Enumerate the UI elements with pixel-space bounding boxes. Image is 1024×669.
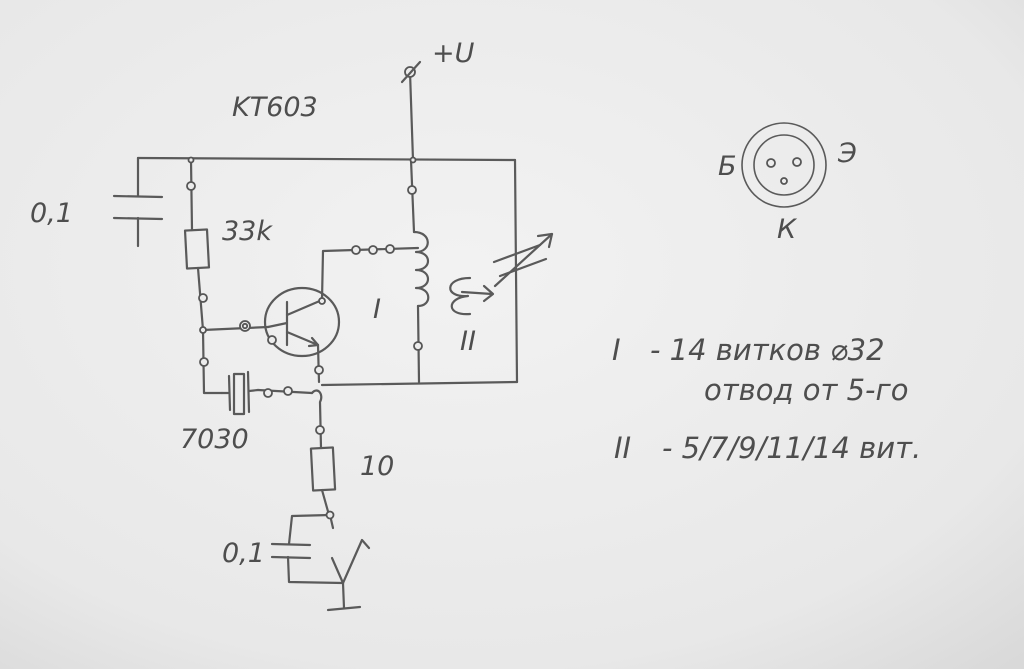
crystal-left-wire — [201, 328, 224, 395]
r1-value-label: 33k — [222, 216, 273, 247]
crystal-7030 — [220, 370, 260, 416]
coil-ii-marker: II — [460, 326, 476, 357]
r2-bottom-lead — [320, 488, 331, 517]
transistor-type-label: KT603 — [232, 92, 318, 123]
resistor-r1 — [183, 228, 211, 270]
r2-value-label: 10 — [360, 451, 394, 482]
supply-label: +U — [432, 38, 475, 69]
crystal-value-label: 7030 — [180, 424, 249, 455]
r1-top-lead — [189, 158, 194, 232]
variable-capacitor — [492, 232, 554, 288]
base-wire — [201, 325, 270, 332]
ground-symbol — [326, 605, 362, 612]
coil-top-lead — [409, 158, 416, 234]
note-1-text-line2: отвод от 5-го — [704, 373, 909, 407]
coil-i-marker: I — [373, 294, 381, 325]
terminal-dots — [186, 156, 423, 520]
top-rail-wire — [136, 156, 517, 162]
note-1-marker: I — [612, 333, 621, 367]
coil-ii — [449, 276, 495, 316]
c1-value-label: 0,1 — [30, 198, 73, 229]
c2-value-label: 0,1 — [222, 538, 265, 569]
pin-base-label: Б — [718, 151, 737, 182]
coil-i — [412, 230, 430, 308]
note-2-marker: II — [614, 431, 631, 465]
key-cap-bottom-wire — [286, 555, 345, 585]
emitter-down-wire — [310, 389, 323, 450]
resistor-r2 — [309, 446, 337, 492]
capacitor-c1 — [112, 194, 164, 221]
tank-bottom-wire — [320, 380, 519, 387]
ground-lead — [341, 581, 346, 610]
transistor-kt603 — [263, 286, 341, 358]
note-1-text: - 14 витков ⌀32 — [650, 333, 885, 367]
pin-collector-label: К — [777, 214, 798, 245]
supply-terminal — [400, 60, 422, 84]
note-2-text: - 5/7/9/11/14 вит. — [662, 431, 921, 465]
pinout-diagram — [741, 122, 827, 208]
key-cap-top-wire — [287, 513, 332, 546]
capacitor-c2 — [270, 542, 312, 560]
pin-emitter-label: Э — [837, 138, 857, 169]
emitter-lead — [316, 343, 321, 384]
supply-lead-wire — [408, 70, 415, 162]
